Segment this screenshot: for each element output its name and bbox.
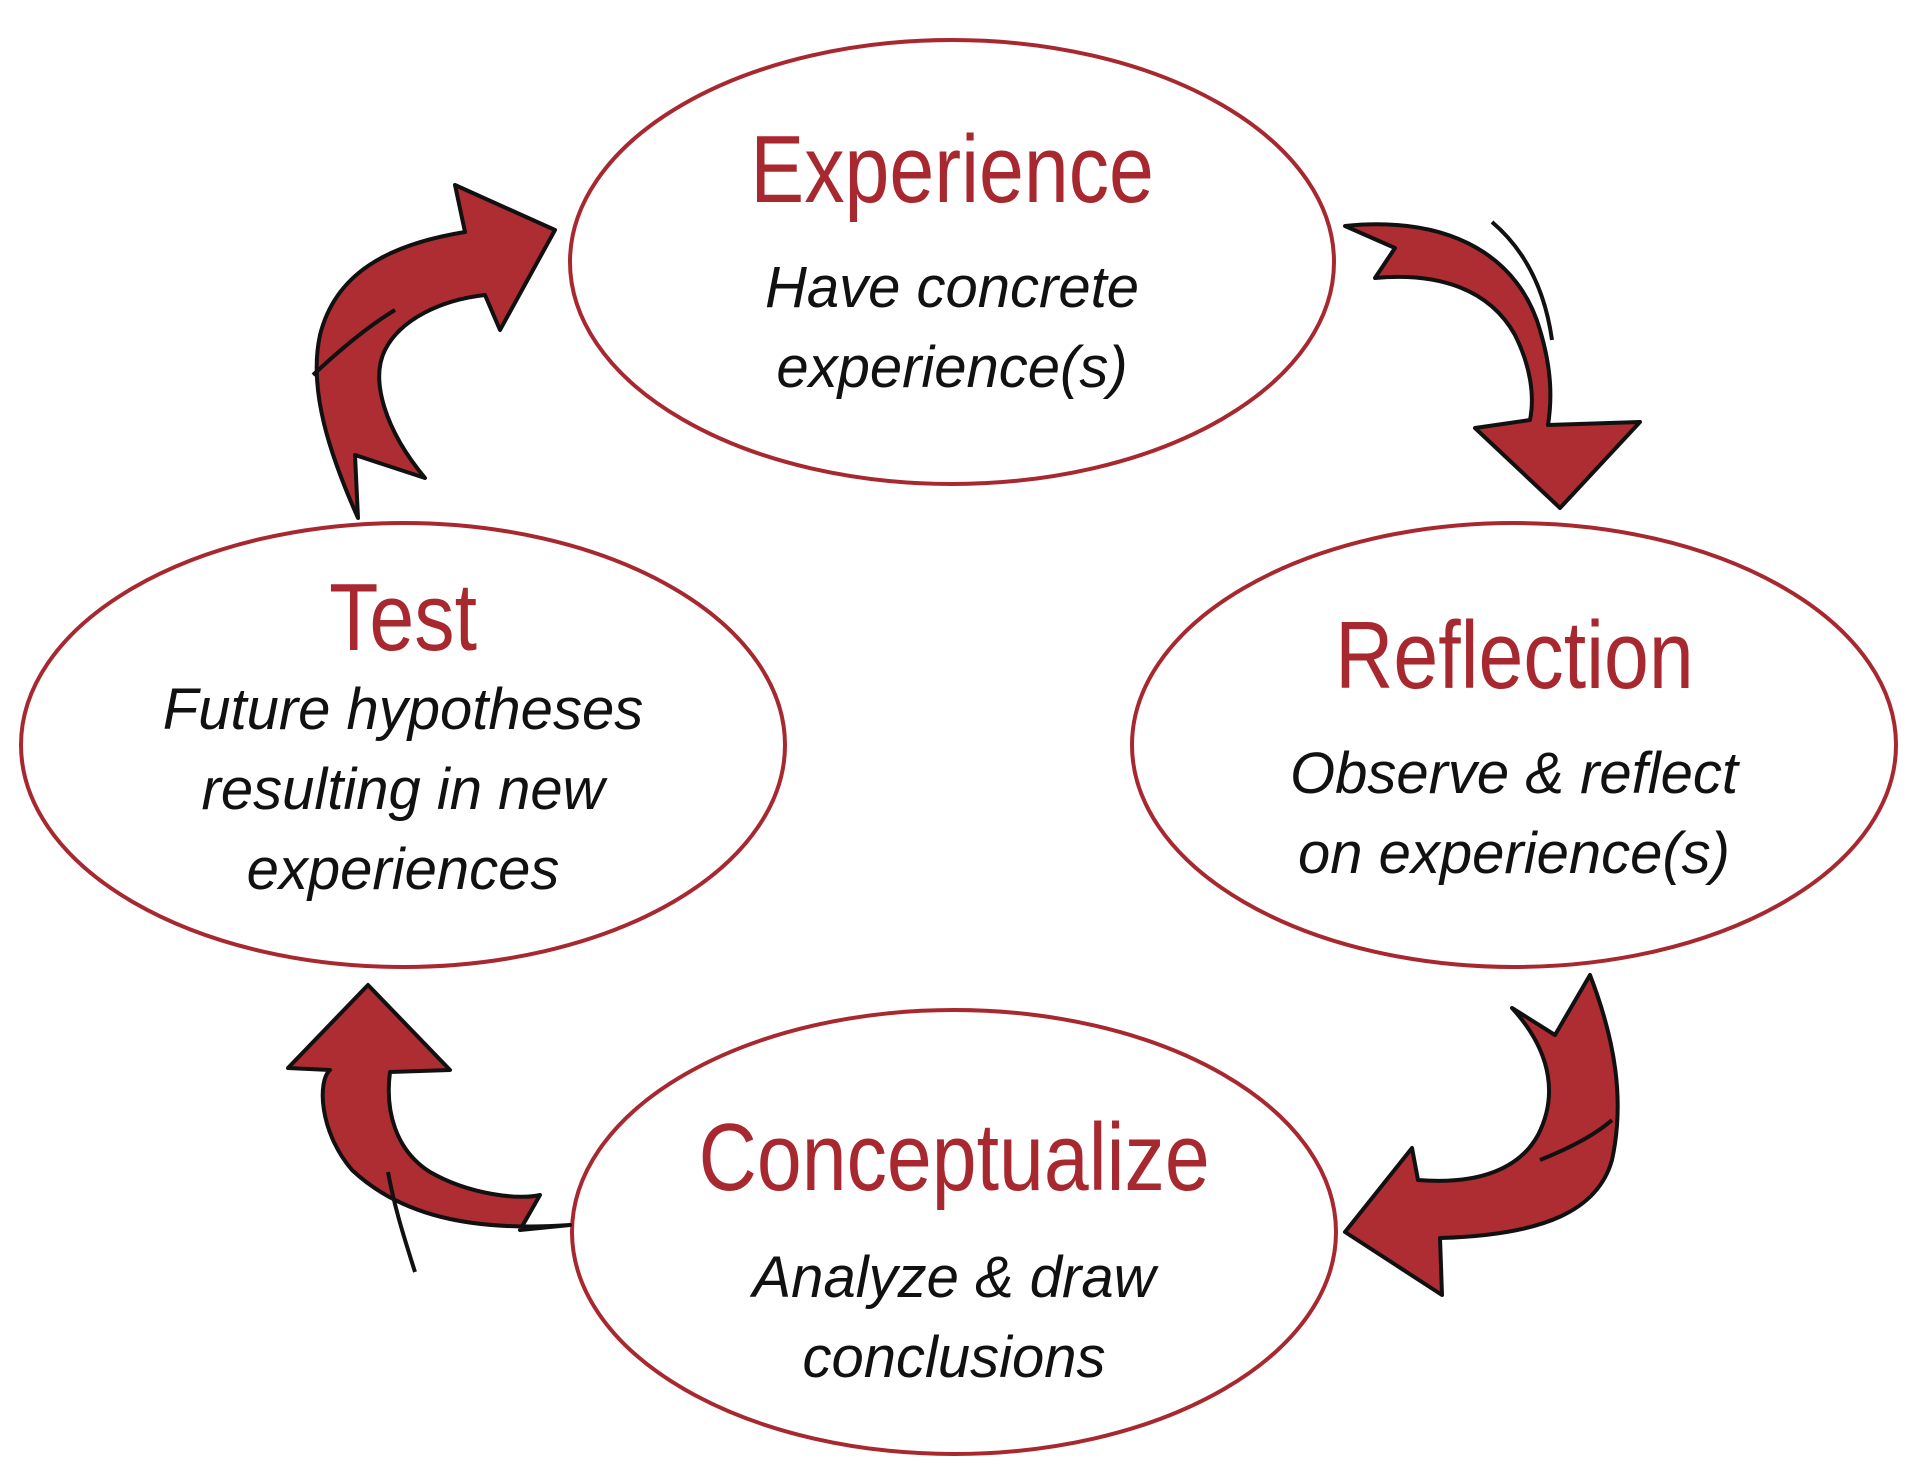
reflection-node: Reflection Observe & reflect on experien…: [1184, 608, 1844, 894]
reflection-ellipse: [1130, 521, 1898, 969]
experience-description-line-2: experience(s): [776, 335, 1128, 400]
curved-arrow-icon: [311, 183, 557, 520]
conceptualize-ellipse: [570, 1008, 1338, 1456]
conceptualize-title: Conceptualize: [698, 1104, 1210, 1211]
experience-ellipse: [568, 38, 1336, 486]
reflection-description-line-2: on experience(s): [1298, 821, 1730, 886]
test-title: Test: [329, 564, 477, 671]
curved-arrow-icon: [1343, 220, 1642, 510]
curved-arrow-icon: [1343, 973, 1620, 1297]
conceptualize-node: Conceptualize Analyze & draw conclusions: [624, 1110, 1284, 1398]
reflection-title: Reflection: [1334, 602, 1694, 709]
reflection-description-line-1: Observe & reflect: [1289, 741, 1739, 806]
curved-arrow-icon: [286, 983, 572, 1273]
experience-node: Experience Have concrete experience(s): [622, 122, 1282, 408]
conceptualize-description-line-1: Analyze & draw: [752, 1245, 1156, 1310]
experience-title: Experience: [750, 116, 1154, 223]
conceptualize-description-line-2: conclusions: [802, 1325, 1106, 1390]
experience-description-line-1: Have concrete: [765, 255, 1139, 320]
test-description-line-1: Future hypotheses: [162, 677, 644, 742]
test-node: Test Future hypotheses resulting in new …: [73, 570, 733, 910]
test-description-line-3: experiences: [246, 837, 560, 902]
test-ellipse: [19, 521, 787, 969]
test-description-line-2: resulting in new: [201, 757, 605, 822]
